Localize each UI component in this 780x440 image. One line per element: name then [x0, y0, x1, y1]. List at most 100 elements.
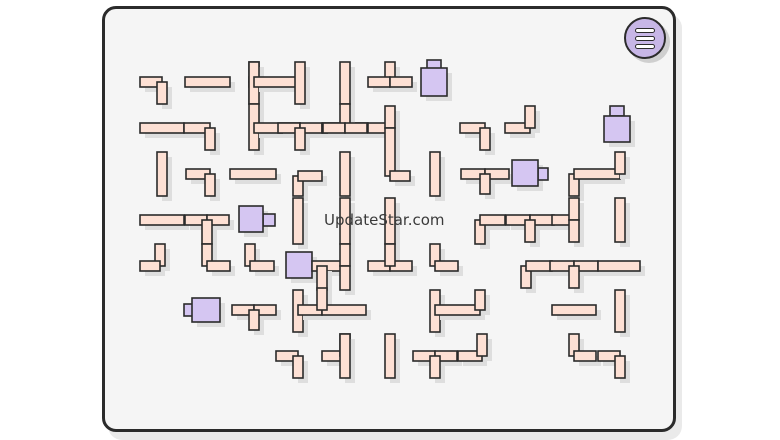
node-body	[420, 67, 448, 97]
pipe-tile[interactable]	[434, 289, 490, 320]
pipe-tile[interactable]	[339, 265, 355, 295]
node-body	[603, 115, 631, 143]
pipe-tile[interactable]	[384, 333, 400, 383]
pipe-tile[interactable]	[504, 105, 540, 138]
endpoint-node[interactable]	[603, 105, 635, 147]
pipe-tile[interactable]	[568, 333, 601, 366]
menu-bar-middle	[635, 36, 655, 41]
pipe-tile[interactable]	[457, 333, 492, 366]
pipe-segment	[201, 219, 213, 245]
pipe-tile[interactable]	[139, 243, 170, 276]
pipe-segment	[384, 105, 396, 129]
pipe-segment	[384, 127, 396, 177]
endpoint-node[interactable]	[511, 159, 549, 191]
pipe-tile[interactable]	[139, 76, 172, 109]
pipe-tee[interactable]	[277, 122, 327, 155]
pipe-tile[interactable]	[459, 122, 495, 155]
endpoint-node[interactable]	[420, 59, 452, 101]
pipe-tee[interactable]	[367, 243, 417, 276]
pipe-tee[interactable]	[412, 350, 462, 383]
pipe-tile[interactable]	[429, 243, 463, 276]
pipe-tile[interactable]	[597, 260, 645, 276]
pipe-tile[interactable]	[339, 61, 355, 109]
pipe-segment	[384, 333, 396, 379]
pipe-tile[interactable]	[275, 350, 308, 383]
pipe-tile[interactable]	[139, 214, 189, 230]
pipe-tile[interactable]	[614, 289, 630, 337]
pipe-tile[interactable]	[384, 127, 415, 186]
pipe-tile[interactable]	[244, 243, 279, 276]
pipe-segment	[614, 151, 626, 175]
pipe-segment	[316, 287, 328, 311]
pipe-segment	[139, 214, 185, 226]
pipe-tile[interactable]	[294, 61, 310, 109]
pipe-segment	[389, 76, 413, 88]
pipe-segment	[294, 127, 306, 151]
node-body	[511, 159, 539, 187]
pipe-tile[interactable]	[568, 219, 584, 247]
pipe-tee[interactable]	[322, 103, 372, 138]
pipe-tee[interactable]	[184, 214, 234, 249]
pipe-segment	[344, 122, 368, 134]
node-body	[191, 297, 221, 323]
node-body	[285, 251, 313, 279]
pipe-segment	[479, 127, 491, 151]
pipe-segment	[429, 355, 441, 379]
pipe-segment	[321, 304, 367, 316]
pipe-tee[interactable]	[460, 168, 514, 199]
menu-bar-top	[635, 28, 655, 33]
pipe-tee[interactable]	[367, 61, 417, 92]
pipe-segment	[474, 289, 486, 311]
pipe-segment	[525, 260, 553, 272]
pipe-segment	[253, 76, 301, 88]
pipe-segment	[568, 219, 580, 243]
pipe-tile[interactable]	[183, 122, 220, 155]
pipe-tile[interactable]	[339, 333, 355, 383]
pipe-segment	[322, 122, 346, 134]
pipe-tile[interactable]	[597, 350, 630, 383]
pipe-tile[interactable]	[185, 168, 220, 201]
pipe-tile[interactable]	[156, 151, 172, 201]
pipe-segment	[479, 214, 506, 226]
pipe-tile[interactable]	[551, 304, 601, 320]
pipe-segment	[524, 219, 536, 243]
pipe-segment	[339, 151, 351, 197]
pipe-segment	[292, 355, 304, 379]
pipe-segment	[568, 265, 580, 289]
pipe-tee[interactable]	[549, 260, 603, 293]
hamburger-menu-icon[interactable]	[624, 17, 666, 59]
pipe-segment	[389, 170, 411, 182]
pipe-tile[interactable]	[139, 122, 189, 138]
pipe-tee[interactable]	[505, 214, 559, 247]
pipe-tile[interactable]	[339, 151, 355, 201]
pipe-tile[interactable]	[429, 151, 445, 201]
pipe-segment	[156, 81, 168, 105]
pipe-segment	[292, 197, 304, 245]
pipe-segment	[184, 76, 231, 88]
pipe-segment	[339, 243, 351, 267]
pipe-tee[interactable]	[297, 287, 371, 320]
pipe-segment	[249, 260, 275, 272]
pipe-tile[interactable]	[292, 170, 327, 201]
pipe-segment	[614, 289, 626, 333]
pipe-tile[interactable]	[292, 197, 308, 249]
endpoint-node[interactable]	[183, 297, 225, 327]
pipe-tile[interactable]	[184, 76, 235, 92]
pipe-tile[interactable]	[229, 168, 281, 184]
endpoint-node[interactable]	[285, 251, 317, 283]
pipe-tile[interactable]	[474, 214, 510, 249]
pipe-segment	[573, 168, 621, 180]
node-connector	[537, 167, 549, 181]
pipe-segment	[316, 265, 328, 291]
pipe-tee[interactable]	[231, 304, 281, 335]
pipe-segment	[429, 151, 441, 197]
pipe-segment	[614, 355, 626, 379]
pipe-tile[interactable]	[201, 243, 235, 276]
pipe-segment	[248, 309, 260, 331]
pipe-segment	[294, 61, 306, 105]
endpoint-node[interactable]	[238, 205, 276, 237]
pipe-tile[interactable]	[614, 197, 630, 247]
pipe-segment	[384, 243, 396, 267]
pipe-tile[interactable]	[614, 151, 630, 179]
pipe-segment	[139, 260, 161, 272]
